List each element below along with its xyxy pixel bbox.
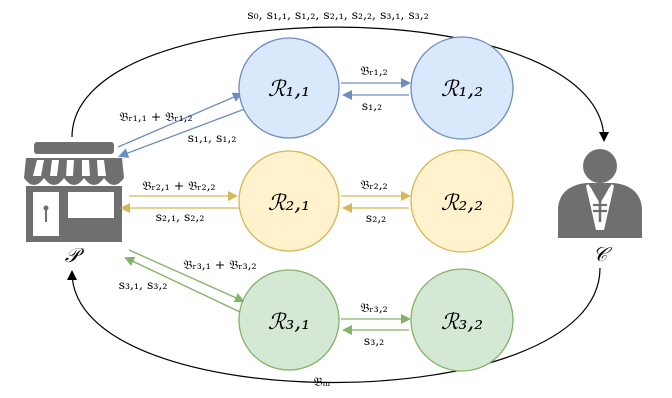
person-yen-icon: [558, 149, 642, 238]
row3-forward-label: 𝔅ᵣ₃,₂: [360, 300, 387, 315]
row1-forward-label: 𝔅ᵣ₁,₂: [360, 63, 387, 78]
row2-from-node-label: s₂,₁, s₂,₂: [156, 209, 205, 224]
provider-label: 𝒫: [65, 243, 85, 267]
row-3: 𝔅ᵣ₃,₁ + 𝔅ᵣ₃,₂ s₃,₁, s₃,₂ ℛ₃,₁ ℛ₃,₂ 𝔅ᵣ₃,₂…: [119, 249, 514, 372]
bottom-flow-arrow: [67, 267, 601, 384]
row1-node-to-provider-arrow: [118, 106, 251, 158]
node-r32-label: ℛ₃,₂: [441, 310, 483, 335]
row3-provider-to-node-arrow: [128, 249, 245, 303]
row1-provider-to-node-arrow: [117, 92, 243, 148]
row1-from-node-label: s₁,₁, s₁,₂: [188, 130, 237, 145]
node-r22[interactable]: [410, 149, 514, 253]
node-r31-label: ℛ₃,₁: [268, 310, 310, 335]
row3-node-to-provider-arrow: [124, 256, 241, 313]
top-flow-label: s₀, s₁,₁, s₁,₂, s₂,₁, s₂,₂, s₃,₁, s₃,₂: [247, 7, 429, 22]
node-r32[interactable]: [410, 268, 514, 372]
node-r11-label: ℛ₁,₁: [268, 77, 310, 102]
node-r12[interactable]: [410, 36, 514, 140]
node-r21[interactable]: [238, 150, 340, 252]
row3-from-node-label: s₃,₁, s₃,₂: [119, 277, 168, 292]
row3-to-node-label: 𝔅ᵣ₃,₁ + 𝔅ᵣ₃,₂: [183, 257, 256, 272]
store-icon: [24, 142, 124, 242]
node-r12-label: ℛ₁,₂: [441, 77, 483, 102]
node-r21-label: ℛ₂,₁: [268, 191, 310, 216]
node-r31[interactable]: [238, 269, 340, 371]
row-2: 𝔅ᵣ₂,₁ + 𝔅ᵣ₂,₂ s₂,₁, s₂,₂ ℛ₂,₁ ℛ₂,₂ 𝔅ᵣ₂,₂…: [120, 149, 514, 253]
row2-to-node-label: 𝔅ᵣ₂,₁ + 𝔅ᵣ₂,₂: [142, 178, 215, 193]
row2-forward-label: 𝔅ᵣ₂,₂: [360, 177, 387, 192]
row-1: 𝔅ᵣ₁,₁ + 𝔅ᵣ₁,₂ s₁,₁, s₁,₂ ℛ₁,₁ ℛ₁,₂ 𝔅ᵣ₁,₂…: [117, 36, 514, 158]
consumer-label: 𝒞: [593, 242, 613, 266]
top-flow-arrow: [71, 26, 609, 142]
node-r11[interactable]: [238, 37, 340, 139]
row2-back-label: s₂,₂: [366, 210, 386, 225]
row3-back-label: s₃,₂: [364, 333, 384, 348]
node-r22-label: ℛ₂,₂: [441, 191, 483, 216]
row1-back-label: s₁,₂: [362, 98, 382, 113]
row1-to-node-label: 𝔅ᵣ₁,₁ + 𝔅ᵣ₁,₂: [119, 109, 192, 124]
bottom-flow-label: 𝔅ₘ: [314, 374, 331, 389]
